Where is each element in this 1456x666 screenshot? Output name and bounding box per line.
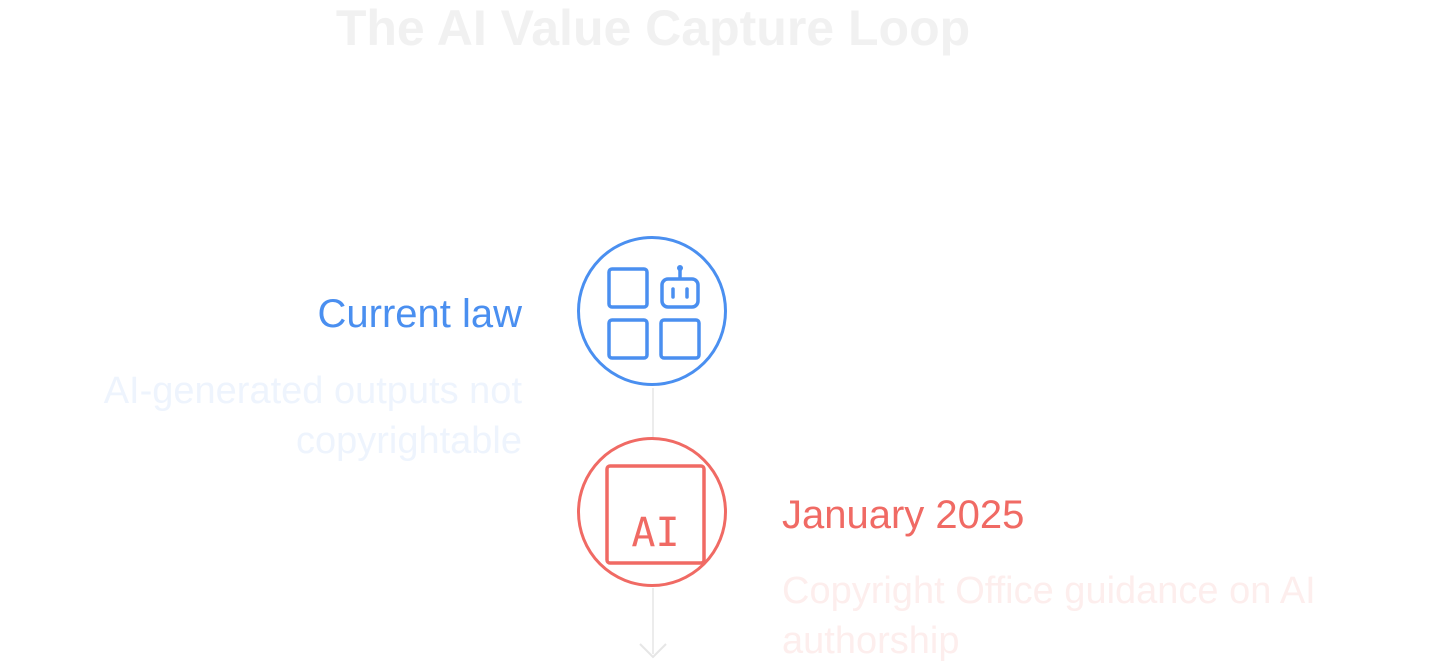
apps-robot-icon [607,265,701,360]
connector-line-1 [652,388,654,438]
step-title-current-law: Current law [317,292,522,336]
ai-chip-icon: AI [605,464,706,565]
step-node-january-2025: AI [577,437,727,587]
diagram-title: The AI Value Capture Loop [335,0,971,56]
step-description-january-2025: Copyright Office guidance on AI authorsh… [782,570,1316,662]
ai-chip-label: AI [631,510,679,556]
step-title-january-2025: January 2025 [782,493,1025,537]
step-node-current-law [577,236,727,386]
step-description-current-law: AI-generated outputs not copyrightable [103,370,522,462]
down-arrow-icon [639,643,667,659]
connector-line-2 [652,588,654,654]
